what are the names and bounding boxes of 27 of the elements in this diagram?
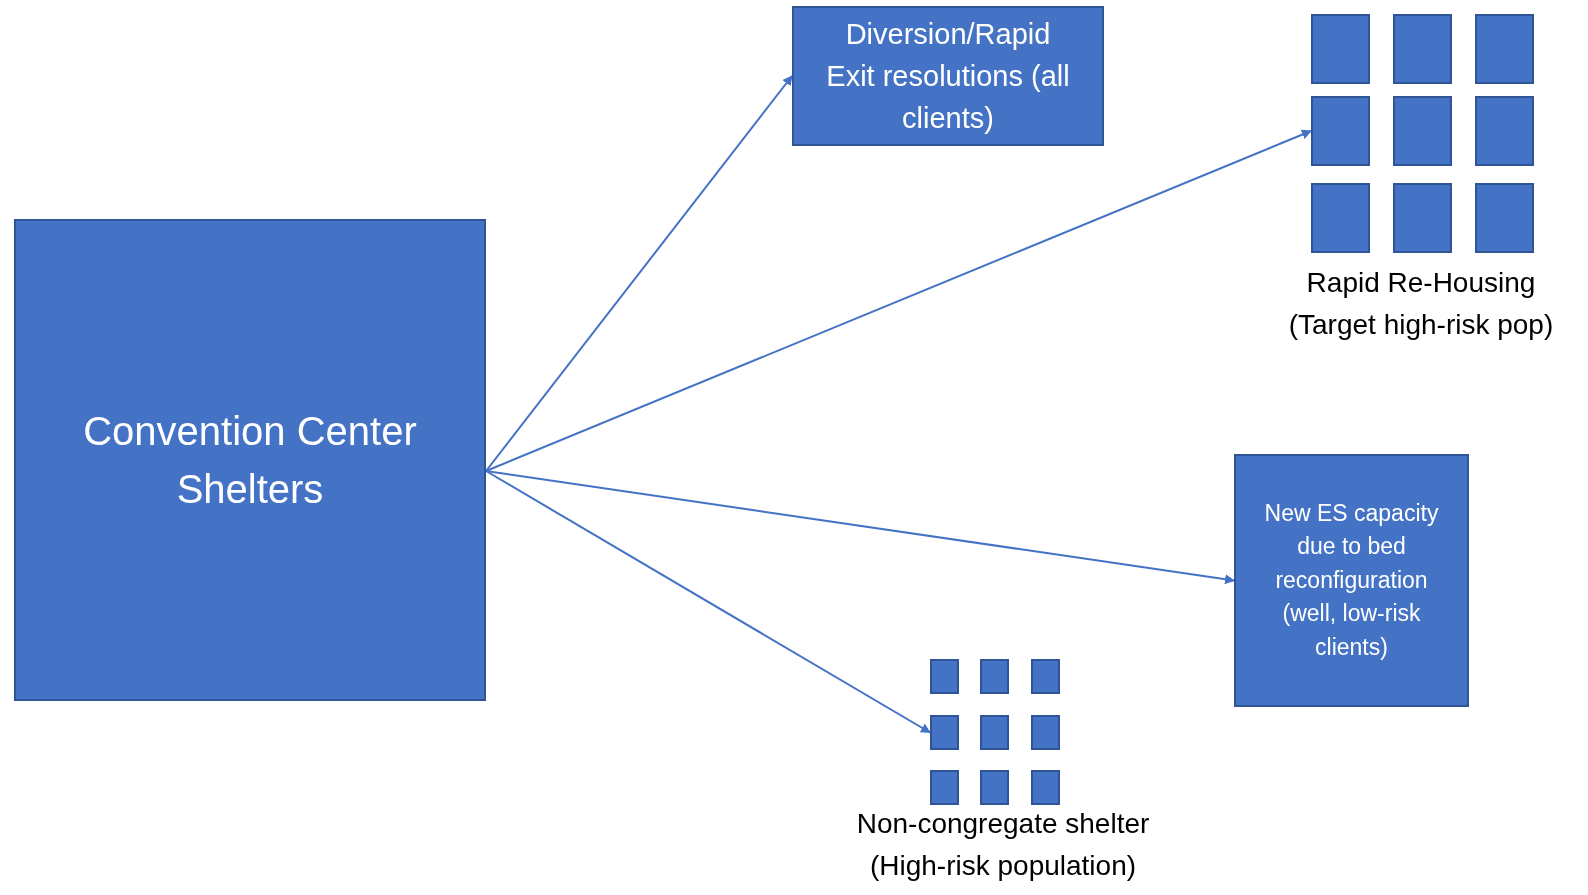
square [1475, 183, 1534, 253]
square [1031, 659, 1060, 694]
square [1311, 14, 1370, 84]
square [980, 659, 1009, 694]
arrow [485, 129, 1312, 472]
square [1031, 770, 1060, 805]
caption-text: Rapid Re-Housing (Target high-risk pop) [1287, 266, 1555, 342]
arrow [485, 470, 931, 734]
square [980, 770, 1009, 805]
arrow [485, 75, 793, 472]
arrow [485, 470, 1235, 585]
square [1393, 183, 1452, 253]
process-box: New ES capacity due to bed reconfiguration (well, low-risk clients) [1234, 454, 1469, 707]
square [1393, 96, 1452, 166]
square [1311, 183, 1370, 253]
square [1393, 14, 1452, 84]
square [930, 659, 959, 694]
square [930, 770, 959, 805]
caption-text: Non-congregate shelter (High-risk population) [855, 807, 1151, 883]
square [1031, 715, 1060, 750]
process-box: Convention Center Shelters [14, 219, 486, 701]
square [1311, 96, 1370, 166]
square [1475, 96, 1534, 166]
process-box: Diversion/Rapid Exit resolutions (all clients) [792, 6, 1104, 146]
square [1475, 14, 1534, 84]
square [980, 715, 1009, 750]
square [930, 715, 959, 750]
